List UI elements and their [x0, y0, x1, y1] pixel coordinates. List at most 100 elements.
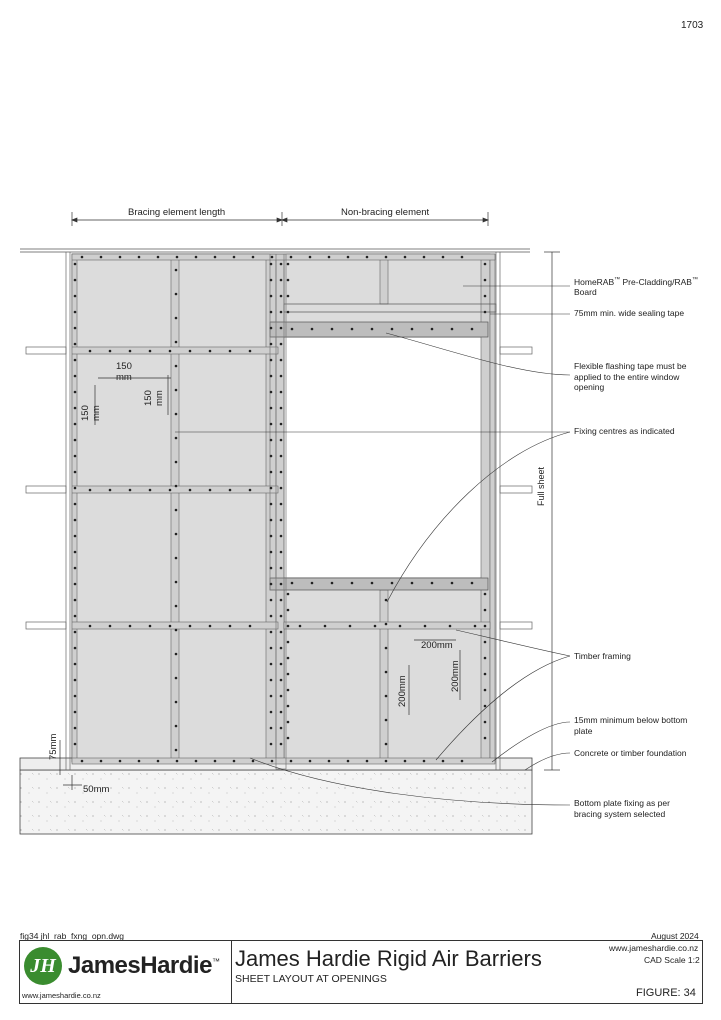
fixing-dot [156, 255, 160, 259]
fixing-dot [73, 502, 77, 506]
fixing-dot [346, 255, 350, 259]
fixing-dot [279, 726, 283, 730]
fixing-dot [483, 688, 487, 692]
fixing-dot [365, 255, 369, 259]
fixing-dot [188, 488, 192, 492]
fixing-dot [279, 582, 283, 586]
fixing-dot [286, 310, 290, 314]
fixing-dot [73, 710, 77, 714]
fixing-dot [384, 670, 388, 674]
fixing-dot [310, 327, 314, 331]
fixing-dot [279, 694, 283, 698]
fixing-dot [137, 255, 141, 259]
callout-fixing-centres: Fixing centres as indicated [574, 426, 675, 436]
website-link[interactable]: www.jameshardie.co.nz [609, 943, 699, 953]
fixing-dot [269, 630, 273, 634]
fixing-dot [384, 759, 388, 763]
fixing-dot [390, 581, 394, 585]
drawing-filename: fig34 jhl_rab_fxng_opn.dwg [20, 931, 124, 941]
fixing-dot [148, 349, 152, 353]
fixing-dot [174, 580, 178, 584]
fixing-dot [168, 488, 172, 492]
callout-timber-framing: Timber framing [574, 651, 631, 661]
fixing-dot [128, 624, 132, 628]
window-head-sill [269, 253, 497, 770]
fixing-dot [384, 694, 388, 698]
fixing-dot [168, 624, 172, 628]
fixing-dot [108, 488, 112, 492]
fixing-dot [308, 255, 312, 259]
fixing-dot [279, 518, 283, 522]
fixing-dot [350, 581, 354, 585]
fixing-dot [73, 486, 77, 490]
callout-below-plate: 15mm minimum below bottom plate [574, 715, 688, 736]
fixing-dot [156, 759, 160, 763]
dimension-lines [59, 212, 560, 790]
fixing-dot [286, 624, 290, 628]
fixing-dot [483, 640, 487, 644]
fixing-dot [80, 255, 84, 259]
fixing-dot [73, 694, 77, 698]
fixing-dot [269, 582, 273, 586]
fixing-dot [473, 624, 477, 628]
fixing-dot [279, 662, 283, 666]
fixing-dot [286, 672, 290, 676]
fixing-dot [269, 262, 273, 266]
fixing-dot [73, 422, 77, 426]
fixing-dot [174, 316, 178, 320]
fixing-dot [286, 720, 290, 724]
fixing-dot [269, 278, 273, 282]
fixing-dot [73, 310, 77, 314]
fixing-dot [174, 292, 178, 296]
fixing-dot [174, 652, 178, 656]
fixing-dot [73, 566, 77, 570]
fixing-dot [73, 518, 77, 522]
fixing-dot [279, 678, 283, 682]
fixing-dot [370, 581, 374, 585]
fixing-dot [269, 694, 273, 698]
fixing-dot [269, 726, 273, 730]
fixing-dot [279, 326, 283, 330]
fixing-dot [460, 255, 464, 259]
fixing-dot [248, 349, 252, 353]
fixing-dot [108, 624, 112, 628]
fixing-dot [269, 678, 273, 682]
website-small: www.jameshardie.co.nz [22, 991, 101, 1000]
fixing-dot [350, 327, 354, 331]
fixing-dot [73, 374, 77, 378]
fixing-dot [228, 488, 232, 492]
fixing-dot [128, 488, 132, 492]
fixing-dot [108, 349, 112, 353]
fixing-dot [175, 255, 179, 259]
fixing-dot [279, 342, 283, 346]
fixing-dot [232, 255, 236, 259]
fixing-dot [279, 502, 283, 506]
dim-150-horizontal: 150 mm [116, 361, 132, 383]
fixing-dot [470, 581, 474, 585]
fixing-dot [430, 581, 434, 585]
fixing-dot [483, 294, 487, 298]
dim-200-vertical-left: 200mm [397, 675, 408, 707]
fixing-dot [286, 736, 290, 740]
fixing-dot [279, 422, 283, 426]
foundation [19, 757, 533, 835]
fixing-dot [308, 759, 312, 763]
fixing-dot [483, 624, 487, 628]
fixing-dot [390, 327, 394, 331]
fixing-dot [286, 294, 290, 298]
document-title: James Hardie Rigid Air Barriers [235, 946, 542, 971]
fixing-dot [208, 488, 212, 492]
fixing-dot [73, 534, 77, 538]
fixing-dot [174, 364, 178, 368]
fixing-dot [88, 488, 92, 492]
page-number: 1703 [681, 20, 704, 31]
fixing-dot [99, 759, 103, 763]
fixing-dot [270, 255, 274, 259]
fixing-dot [286, 262, 290, 266]
callout-flashing-tape: Flexible flashing tape must be applied t… [574, 361, 687, 392]
fixing-dot [279, 390, 283, 394]
fixing-dot [73, 598, 77, 602]
fixing-dot [174, 460, 178, 464]
fixing-dot [279, 550, 283, 554]
